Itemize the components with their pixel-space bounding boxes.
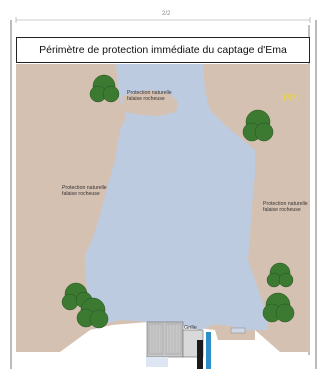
tree-bottom-right	[262, 262, 295, 323]
pipe-black	[197, 340, 203, 369]
plan-title: Périmètre de protection immédiate du cap…	[16, 37, 310, 63]
grille-label: Grille	[184, 325, 197, 331]
intake-structure	[146, 321, 184, 358]
grille-bars	[148, 323, 182, 355]
pipe-blue	[206, 332, 211, 369]
scale-label: 2/2	[162, 11, 171, 17]
tree-right-upper	[242, 109, 274, 142]
outlet-box	[230, 327, 246, 334]
ppi-zone-label: PPI	[283, 93, 300, 104]
tree-bottom-left	[61, 282, 109, 329]
outflow-channel	[146, 357, 168, 367]
water-basin	[85, 64, 268, 330]
tree-top-left	[89, 74, 120, 103]
rock-island	[122, 90, 178, 116]
